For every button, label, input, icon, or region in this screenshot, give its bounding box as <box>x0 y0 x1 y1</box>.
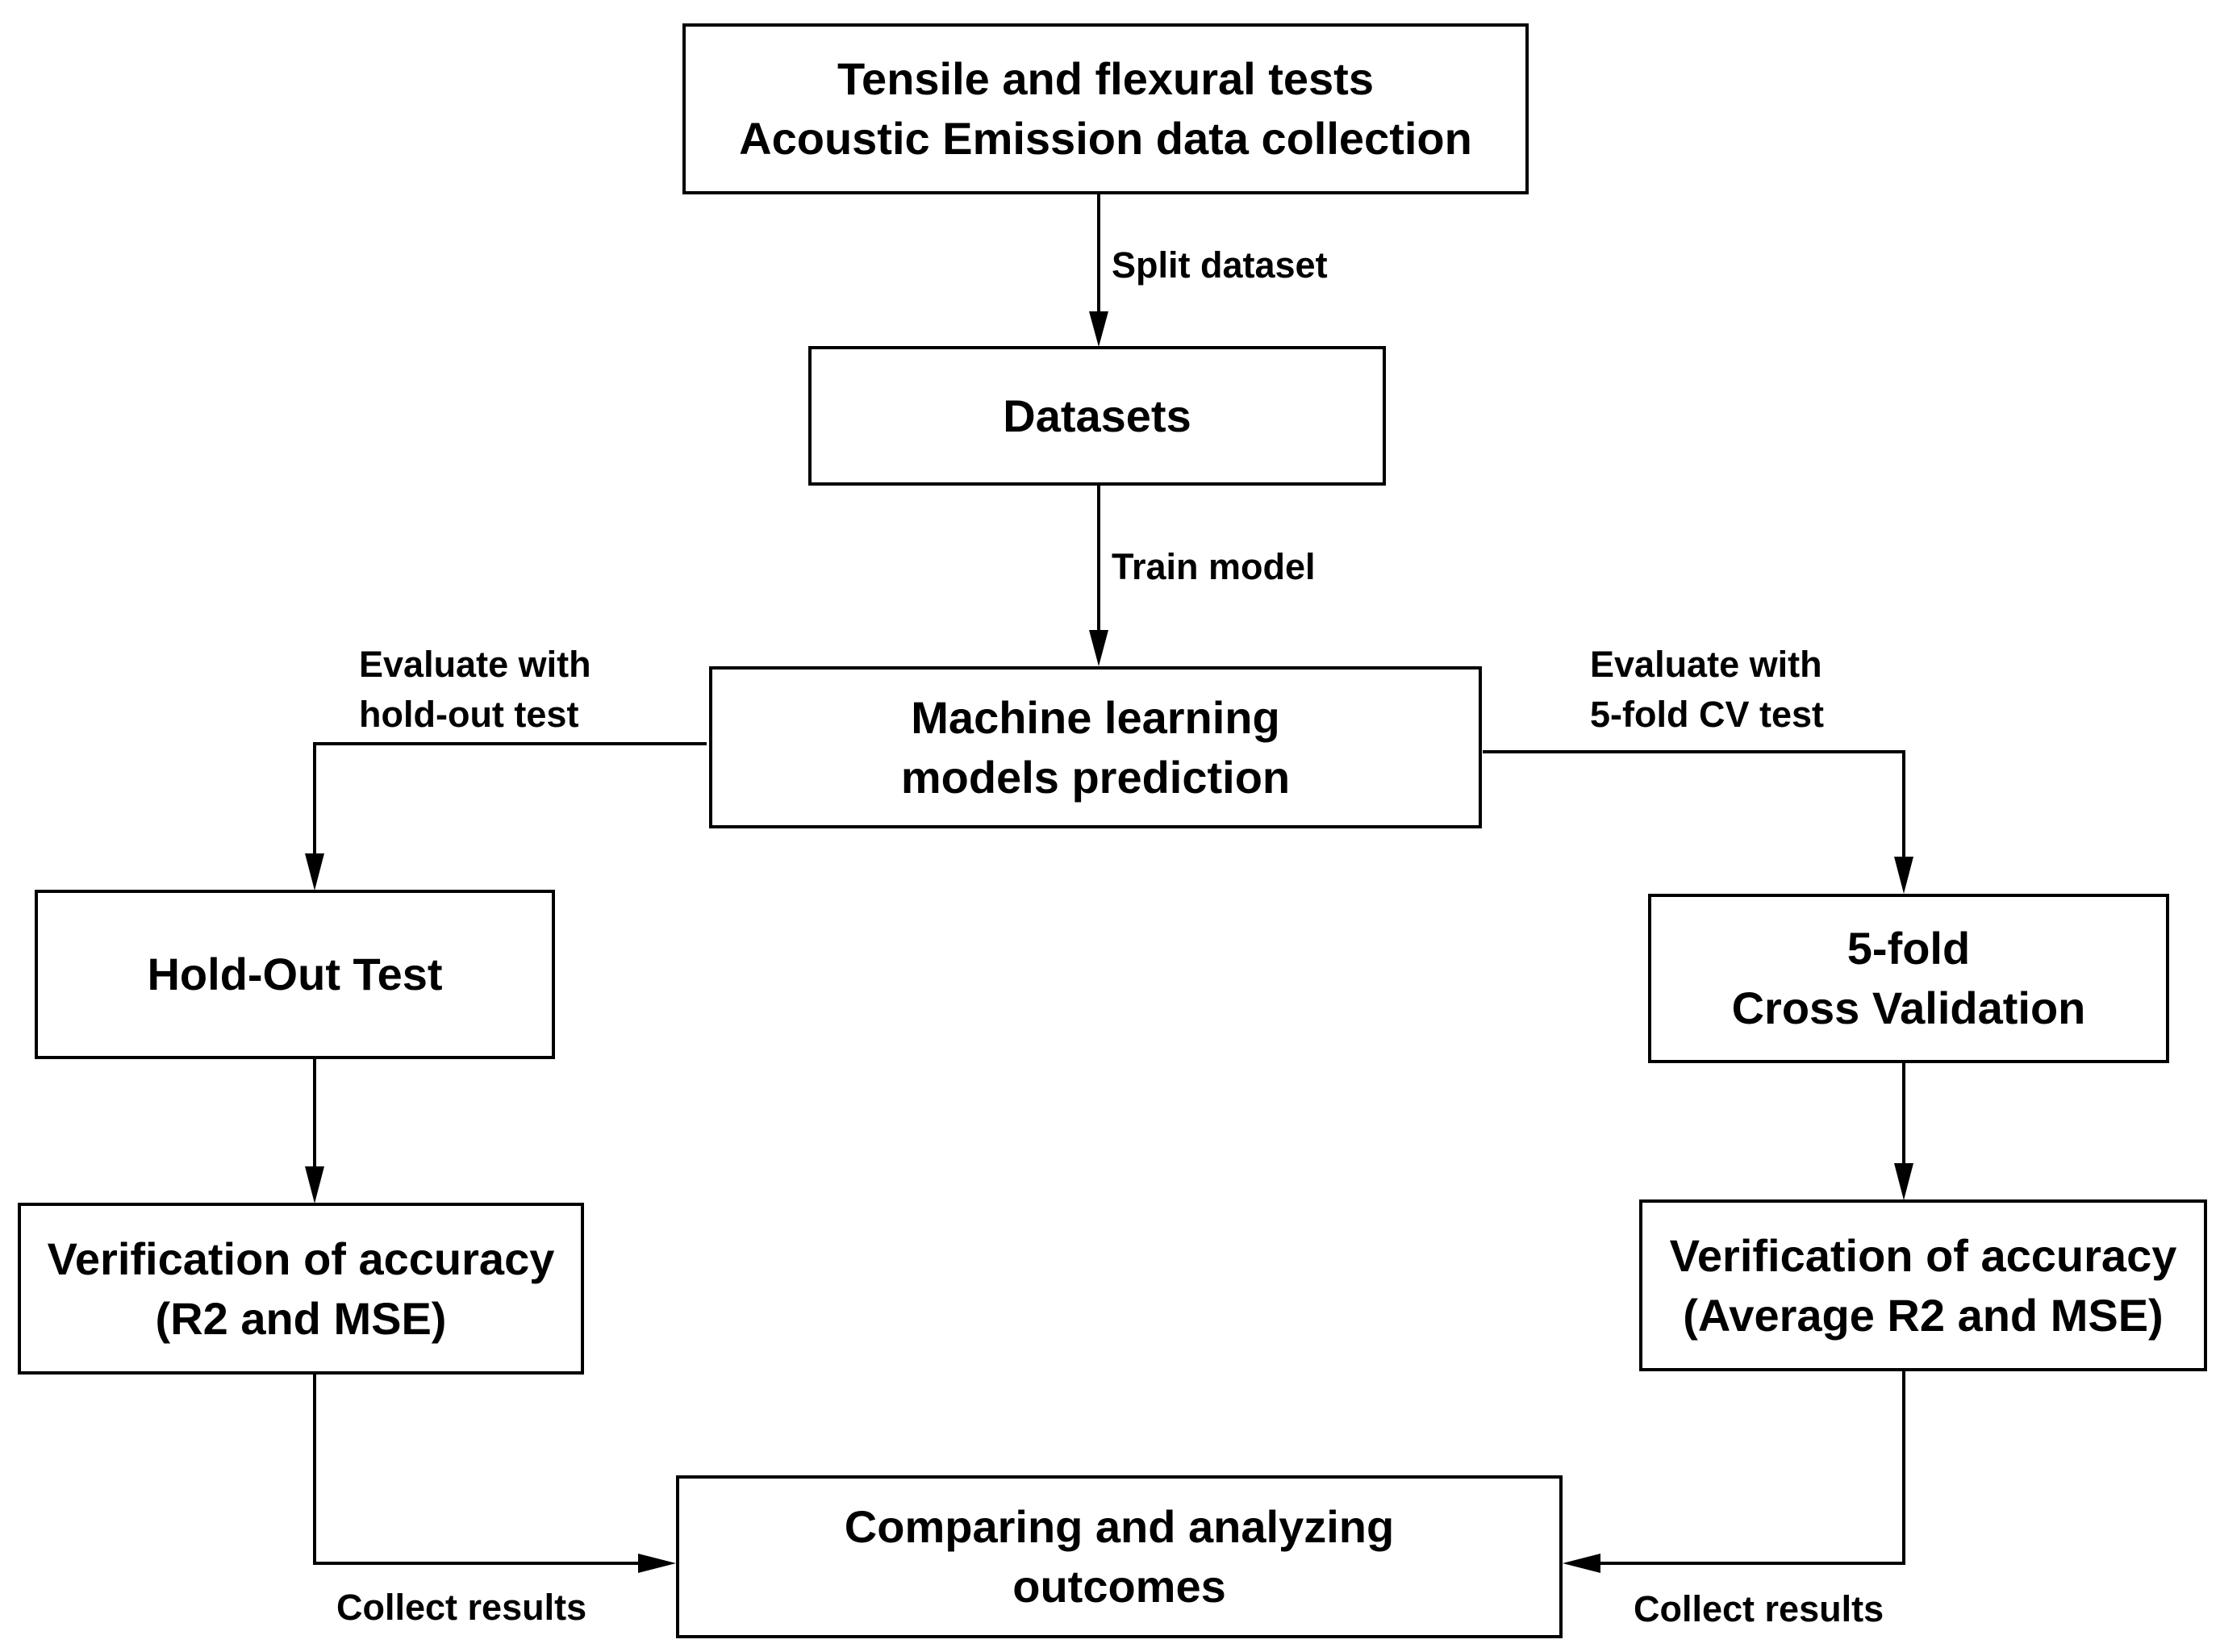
edge-label-split-dataset: Split dataset <box>1112 240 1328 290</box>
arrow-collection-to-datasets <box>1089 194 1108 347</box>
edge-train-text: Train model <box>1112 546 1316 587</box>
edge-eval-cv-line-1: Evaluate with <box>1590 644 1822 685</box>
edge-collect-right-text: Collect results <box>1634 1588 1884 1629</box>
node-ml-line-1: Machine learning <box>911 691 1280 743</box>
node-cross-validation: 5-fold Cross Validation <box>1648 894 2169 1063</box>
node-compare-outcomes: Comparing and analyzing outcomes <box>676 1475 1563 1638</box>
arrow-cv-to-verify <box>1894 1063 1913 1200</box>
edge-collect-left-text: Collect results <box>336 1587 587 1628</box>
edge-label-eval-cv: Evaluate with 5-fold CV test <box>1590 640 1824 740</box>
node-compare-line-1: Comparing and analyzing <box>844 1501 1395 1552</box>
node-verify-holdout-line-2: (R2 and MSE) <box>155 1292 447 1344</box>
node-cv-line-1: 5-fold <box>1847 923 1971 974</box>
node-holdout-label: Hold-Out Test <box>147 949 443 999</box>
node-verify-holdout-line-1: Verification of accuracy <box>47 1233 555 1284</box>
node-datasets-label: Datasets <box>1003 390 1191 441</box>
node-collection-line-1: Tensile and flexural tests <box>837 53 1374 104</box>
node-cv-line-2: Cross Validation <box>1731 982 2086 1033</box>
edge-label-collect-right: Collect results <box>1634 1584 1884 1634</box>
node-verify-holdout: Verification of accuracy (R2 and MSE) <box>18 1203 584 1375</box>
edge-label-train-model: Train model <box>1112 542 1316 592</box>
node-holdout-test: Hold-Out Test <box>35 890 555 1059</box>
edge-label-collect-left: Collect results <box>336 1583 586 1633</box>
arrow-holdout-to-verify <box>305 1059 324 1204</box>
node-verify-cv-line-2: (Average R2 and MSE) <box>1683 1289 2164 1341</box>
arrow-datasets-to-ml <box>1089 486 1108 666</box>
node-verify-cv: Verification of accuracy (Average R2 and… <box>1639 1199 2207 1371</box>
edge-eval-cv-line-2: 5-fold CV test <box>1590 694 1825 735</box>
node-datasets: Datasets <box>808 346 1386 486</box>
node-ml-prediction: Machine learning models prediction <box>709 666 1482 828</box>
node-compare-line-2: outcomes <box>1012 1561 1226 1612</box>
edge-label-eval-holdout: Evaluate with hold-out test <box>359 640 591 740</box>
node-verify-cv-line-1: Verification of accuracy <box>1669 1229 2177 1281</box>
arrow-ml-to-cv <box>1483 750 1913 894</box>
arrow-verify-cv-to-compare <box>1563 1371 1905 1573</box>
edge-eval-holdout-line-2: hold-out test <box>359 694 579 735</box>
arrow-ml-to-holdout <box>305 742 707 891</box>
node-collection-line-2: Acoustic Emission data collection <box>739 113 1472 164</box>
edge-eval-holdout-line-1: Evaluate with <box>359 644 591 685</box>
arrow-verify-holdout-to-compare <box>313 1375 676 1573</box>
edge-split-text: Split dataset <box>1112 244 1328 286</box>
node-ml-line-2: models prediction <box>900 751 1291 803</box>
node-collection: Tensile and flexural tests Acoustic Emis… <box>682 23 1529 194</box>
